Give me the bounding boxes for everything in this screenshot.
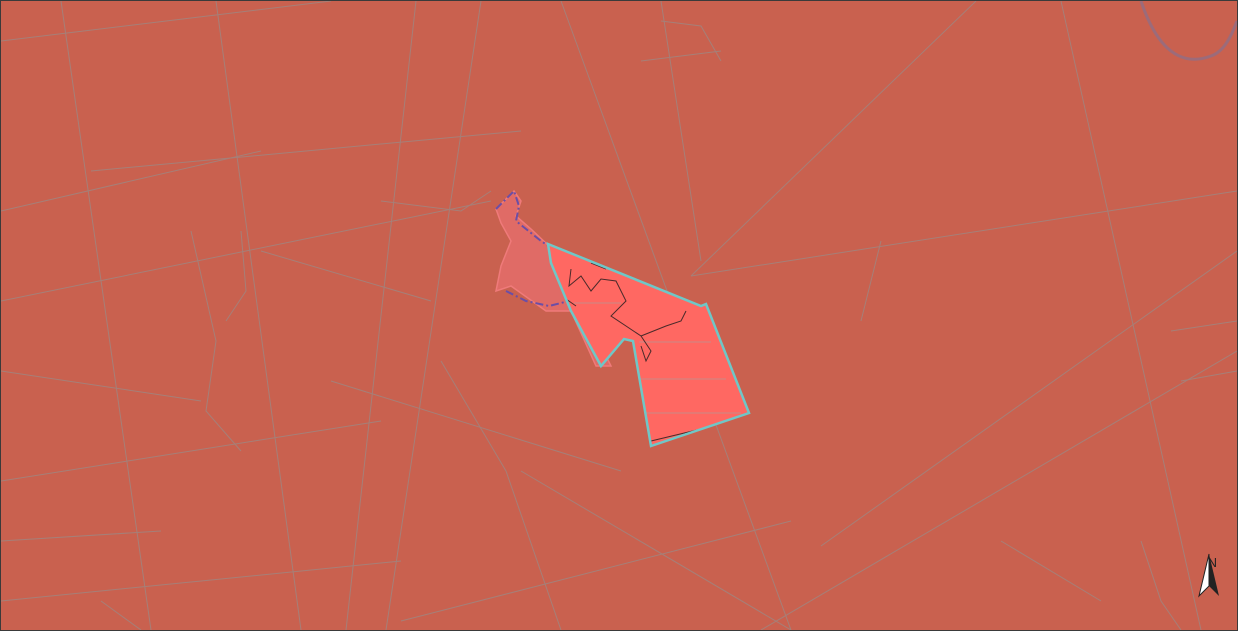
site-outline: [546, 242, 751, 448]
river: [1139, 1, 1237, 61]
site-area[interactable]: [548, 244, 749, 446]
site-internal-lines: [574, 302, 741, 414]
north-arrow-label: N: [1207, 555, 1217, 570]
north-arrow-icon: [1198, 553, 1219, 598]
